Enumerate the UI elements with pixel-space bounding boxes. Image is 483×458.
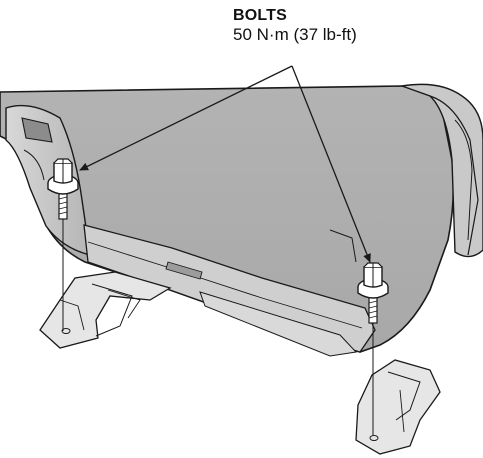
torque-spec: 50 N·m (37 lb-ft) <box>233 25 357 45</box>
callout-title: BOLTS <box>233 7 288 24</box>
arrow-to-left-bolt <box>79 65 293 171</box>
bolts-callout: BOLTS 50 N·m (37 lb-ft) <box>233 7 357 45</box>
seat-rail-right <box>355 359 441 455</box>
bolt-icon <box>47 158 79 331</box>
seat-cushion <box>0 83 483 357</box>
seat-rail-left <box>39 271 172 349</box>
bolt-icon <box>357 262 389 435</box>
leader-arrows <box>79 65 371 263</box>
arrow-to-right-bolt <box>291 65 371 263</box>
